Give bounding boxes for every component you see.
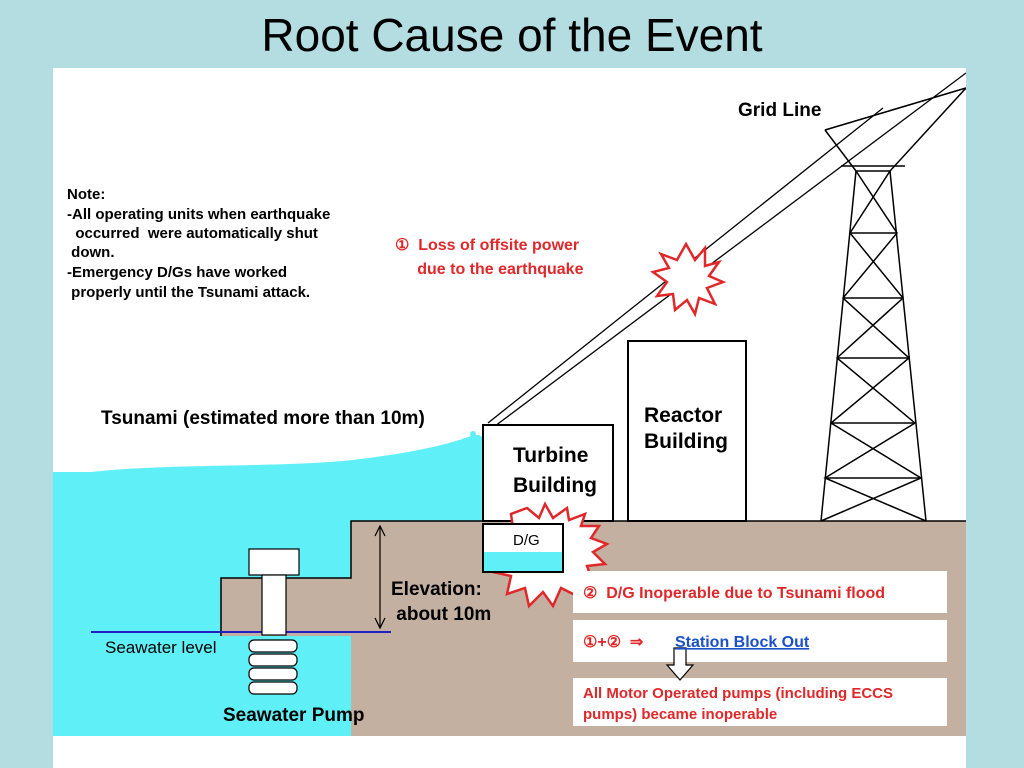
reactor-building (627, 340, 747, 522)
note-line-1: Note: (67, 186, 105, 203)
tsunami-spray (427, 431, 476, 469)
note-line-4: down. (67, 244, 115, 261)
dg-label: D/G (513, 532, 540, 549)
elevation-arrow (374, 524, 386, 630)
seawater-level-label: Seawater level (105, 638, 217, 657)
note-line-5: -Emergency D/Gs have worked (67, 264, 287, 281)
dg-inoperable-box (573, 571, 947, 613)
pumps-line-1: All Motor Operated pumps (including ECCS (583, 685, 893, 702)
grid-line-label: Grid Line (738, 100, 821, 121)
elevation-line-1: Elevation: (391, 579, 482, 600)
transmission-tower (820, 87, 966, 522)
turbine-label-2: Building (513, 474, 597, 497)
note-line-6: properly until the Tsunami attack. (67, 284, 310, 301)
pumps-line-2: pumps) became inoperable (583, 706, 777, 723)
seawater-pump (248, 548, 300, 695)
combo-prefix: ①+② ⇒ (583, 634, 643, 651)
lower-water (53, 636, 351, 736)
dg-inoperable-text: ② D/G Inoperable due to Tsunami flood (583, 585, 885, 602)
blackout-box (573, 620, 947, 662)
note-line-2: -All operating units when earthquake (67, 206, 330, 223)
loss-power-line-1: ① Loss of offsite power (395, 237, 579, 254)
station-blackout-link[interactable]: Station Block Out (675, 634, 810, 651)
note-line-3: occurred were automatically shut (67, 225, 318, 242)
turbine-building (482, 424, 614, 522)
fukushima-diagram: Grid Line Note: -All operating units whe… (53, 68, 966, 768)
turbine-label-1: Turbine (513, 444, 588, 467)
reactor-label-1: Reactor (644, 404, 722, 427)
loss-power-line-2: due to the earthquake (395, 261, 584, 278)
seawater-pump-label: Seawater Pump (223, 705, 365, 726)
slide-title: Root Cause of the Event (261, 9, 763, 61)
earthquake-burst-icon (650, 241, 727, 318)
down-arrow-icon (665, 647, 695, 681)
elevation-line-2: about 10m (391, 604, 491, 625)
reactor-label-2: Building (644, 430, 728, 453)
diagram-canvas: Grid Line Note: -All operating units whe… (53, 72, 966, 736)
tsunami-label: Tsunami (estimated more than 10m) (101, 408, 425, 429)
pumps-box (573, 678, 947, 726)
dg-flood-water (484, 552, 562, 571)
